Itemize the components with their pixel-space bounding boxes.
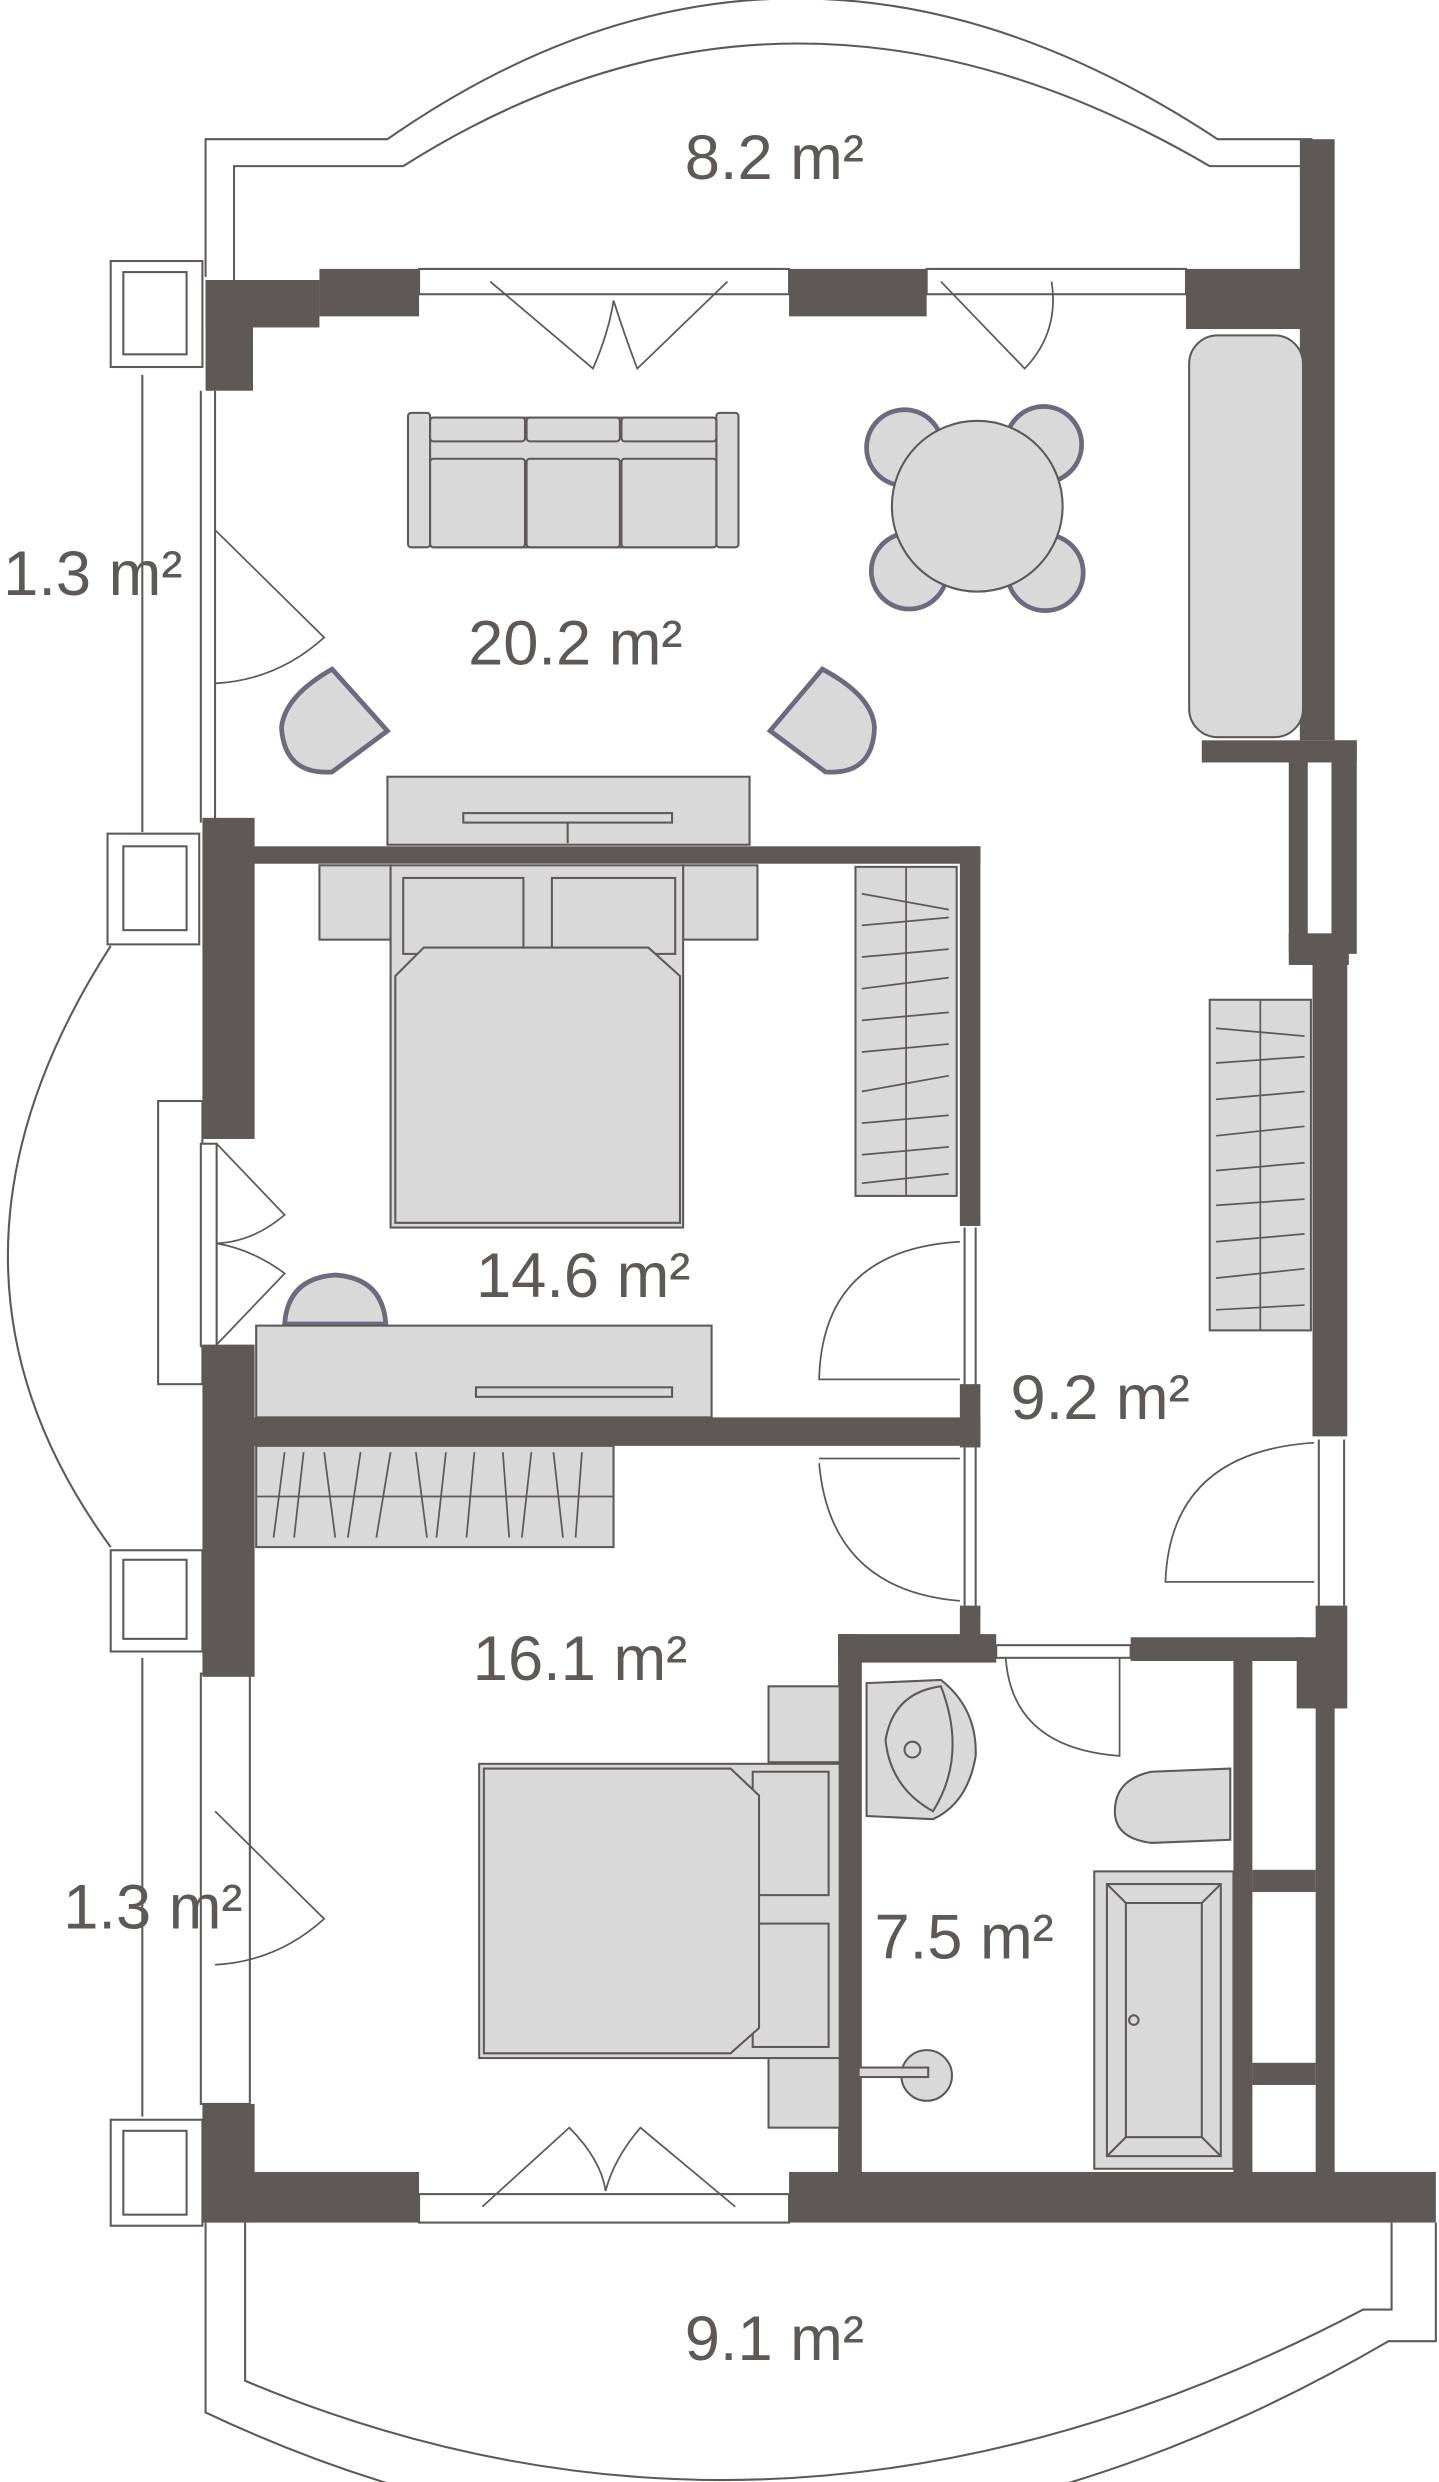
tv-console-living <box>386 775 751 846</box>
windows-doors <box>214 267 1346 2224</box>
left-pillars <box>106 259 204 2227</box>
loggia-left-lines <box>7 374 251 2117</box>
wardrobe-bedroom-2 <box>255 1444 615 1549</box>
bathtub <box>1093 1870 1235 2170</box>
room-labels: 8.2 m² 1.3 m² 20.2 m² 14.6 m² 9.2 m² 16.… <box>3 123 1190 2374</box>
toilet <box>1113 1767 1232 1844</box>
bed-bedroom-2 <box>478 1685 841 2129</box>
wardrobe-bedroom-1 <box>854 865 958 1197</box>
room-area-living-room: 20.2 m² <box>468 608 682 678</box>
bed-bedroom-1 <box>318 864 759 1229</box>
sofa <box>406 411 740 549</box>
wardrobe-hallway <box>1208 998 1312 1332</box>
room-area-bathroom: 7.5 m² <box>874 1902 1053 1972</box>
desk-bedroom-1 <box>255 1272 713 1419</box>
room-area-bedroom-2: 16.1 m² <box>473 1624 687 1694</box>
dining-set <box>864 404 1086 613</box>
room-area-balcony-bottom: 9.1 m² <box>685 2304 864 2374</box>
living-room-cabinet <box>1188 334 1305 739</box>
shower <box>857 2049 953 2102</box>
armchairs <box>279 666 877 775</box>
balcony-bottom <box>204 2222 1437 2482</box>
room-area-hallway: 9.2 m² <box>1010 1363 1189 1433</box>
room-area-balcony-top: 8.2 m² <box>685 123 864 193</box>
walls <box>202 139 1436 2223</box>
balcony-top <box>204 0 1313 282</box>
room-area-loggia-left-top: 1.3 m² <box>3 539 182 609</box>
room-area-loggia-left-bottom: 1.3 m² <box>63 1872 242 1942</box>
room-area-bedroom-1: 14.6 m² <box>476 1241 690 1311</box>
washbasin <box>865 1678 977 1821</box>
